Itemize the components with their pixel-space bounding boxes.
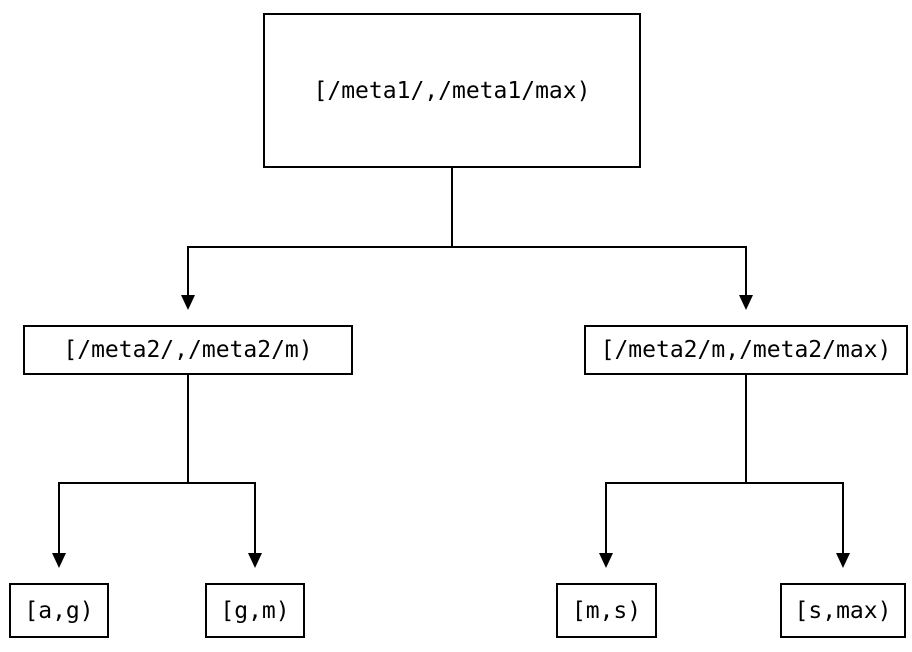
arrowhead-icon	[52, 553, 66, 568]
arrowhead-icon	[739, 295, 753, 310]
tree-node-leaf-ag: [a,g)	[9, 583, 109, 638]
node-label: [g,m)	[220, 597, 290, 624]
tree-node-meta2-right: [/meta2/m,/meta2/max)	[584, 325, 908, 375]
tree-node-root: [/meta1/,/meta1/max)	[263, 13, 641, 168]
tree-node-leaf-ms: [m,s)	[556, 583, 657, 638]
arrowhead-icon	[836, 553, 850, 568]
node-label: [a,g)	[24, 597, 94, 624]
tree-node-leaf-gm: [g,m)	[205, 583, 305, 638]
connector-left-split	[58, 482, 256, 555]
arrowhead-icon	[248, 553, 262, 568]
arrowhead-icon	[599, 553, 613, 568]
arrowhead-icon	[181, 295, 195, 310]
tree-node-leaf-smax: [s,max)	[780, 583, 906, 638]
tree-node-meta2-left: [/meta2/,/meta2/m)	[23, 325, 353, 375]
node-label: [/meta2/,/meta2/m)	[63, 337, 313, 363]
node-label: [/meta2/m,/meta2/max)	[600, 337, 892, 363]
connector-right-split	[605, 482, 844, 555]
node-label: [m,s)	[571, 597, 642, 624]
node-label: [/meta1/,/meta1/max)	[313, 77, 591, 104]
connector-root-split	[187, 246, 747, 297]
node-label: [s,max)	[794, 597, 892, 624]
